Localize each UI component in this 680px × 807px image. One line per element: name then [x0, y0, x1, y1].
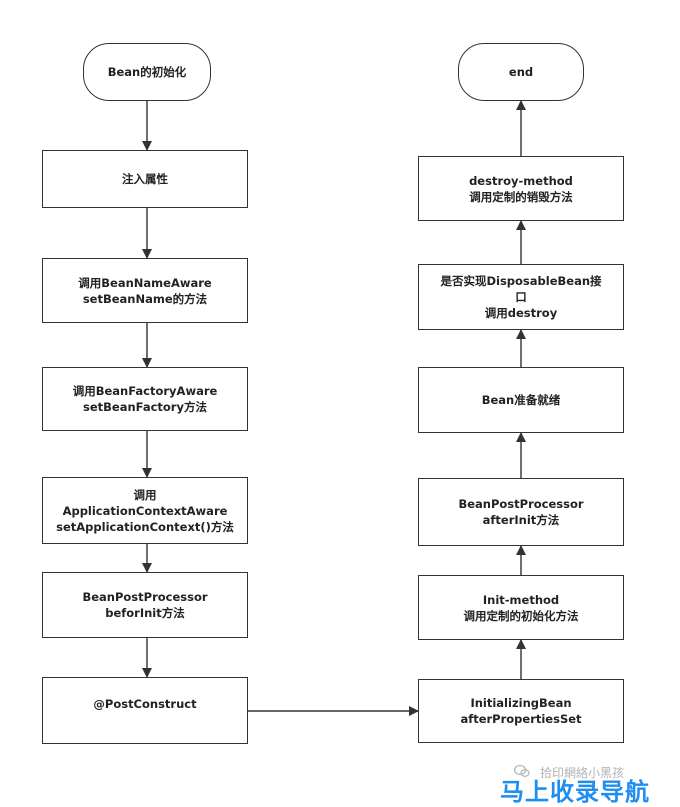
bean-factory-aware-node: 调用BeanFactoryAware setBeanFactory方法 — [42, 367, 248, 431]
init-method-line-2: 调用定制的初始化方法 — [463, 608, 579, 623]
disposable-bean-line-1: 是否实现DisposableBean接 — [440, 274, 602, 288]
initializing-bean-line-2: afterPropertiesSet — [460, 712, 582, 726]
destroy-method-line-1: destroy-method — [469, 173, 573, 188]
before-init-line-1: BeanPostProcessor — [82, 590, 208, 604]
bean-name-aware-line-2: setBeanName的方法 — [82, 291, 208, 306]
start-label: Bean的初始化 — [107, 65, 187, 79]
bean-ready-node: Bean准备就绪 — [418, 367, 624, 433]
bean-name-aware-line-1: 调用BeanNameAware — [78, 275, 212, 290]
bean-factory-aware-line-1: 调用BeanFactoryAware — [72, 384, 218, 398]
destroy-method-node: destroy-method 调用定制的销毁方法 — [418, 156, 624, 221]
bean-name-aware-node: 调用BeanNameAware setBeanName的方法 — [42, 258, 248, 323]
end-node: end — [458, 43, 584, 101]
bean-factory-aware-line-2: setBeanFactory方法 — [83, 400, 207, 414]
bean-ready-label: Bean准备就绪 — [481, 393, 561, 407]
inject-properties-label: 注入属性 — [122, 172, 168, 186]
post-construct-node: @PostConstruct — [42, 677, 248, 744]
init-method-line-1: Init-method — [482, 592, 560, 607]
post-construct-label: @PostConstruct — [93, 696, 197, 711]
wechat-icon — [514, 764, 530, 777]
disposable-bean-line-2: 口 — [515, 290, 527, 304]
after-init-node: BeanPostProcessor afterInit方法 — [418, 478, 624, 546]
after-init-line-2: afterInit方法 — [482, 513, 560, 527]
initializing-bean-line-1: InitializingBean — [470, 696, 572, 710]
app-context-aware-node: 调用 ApplicationContextAware setApplicatio… — [42, 477, 248, 544]
app-context-aware-line-1: 调用 — [133, 487, 157, 502]
init-method-node: Init-method 调用定制的初始化方法 — [418, 575, 624, 640]
watermark-brand: 马上收录导航 — [500, 778, 650, 806]
app-context-aware-line-3: setApplicationContext()方法 — [56, 519, 234, 534]
watermark-account-name: 拾印網絡小黑孩 — [540, 766, 625, 780]
app-context-aware-line-2: ApplicationContextAware — [62, 503, 228, 518]
disposable-bean-node: 是否实现DisposableBean接 口 调用destroy — [418, 264, 624, 330]
before-init-node: BeanPostProcessor beforInit方法 — [42, 572, 248, 638]
inject-properties-node: 注入属性 — [42, 150, 248, 208]
after-init-line-1: BeanPostProcessor — [458, 497, 584, 511]
watermark: 拾印網絡小黑孩 马上收录导航 — [480, 760, 680, 806]
initializing-bean-node: InitializingBean afterPropertiesSet — [418, 679, 624, 743]
end-label: end — [508, 65, 534, 79]
before-init-line-2: beforInit方法 — [105, 606, 185, 620]
destroy-method-line-2: 调用定制的销毁方法 — [469, 189, 573, 204]
start-node: Bean的初始化 — [83, 43, 211, 101]
disposable-bean-line-3: 调用destroy — [484, 306, 558, 320]
